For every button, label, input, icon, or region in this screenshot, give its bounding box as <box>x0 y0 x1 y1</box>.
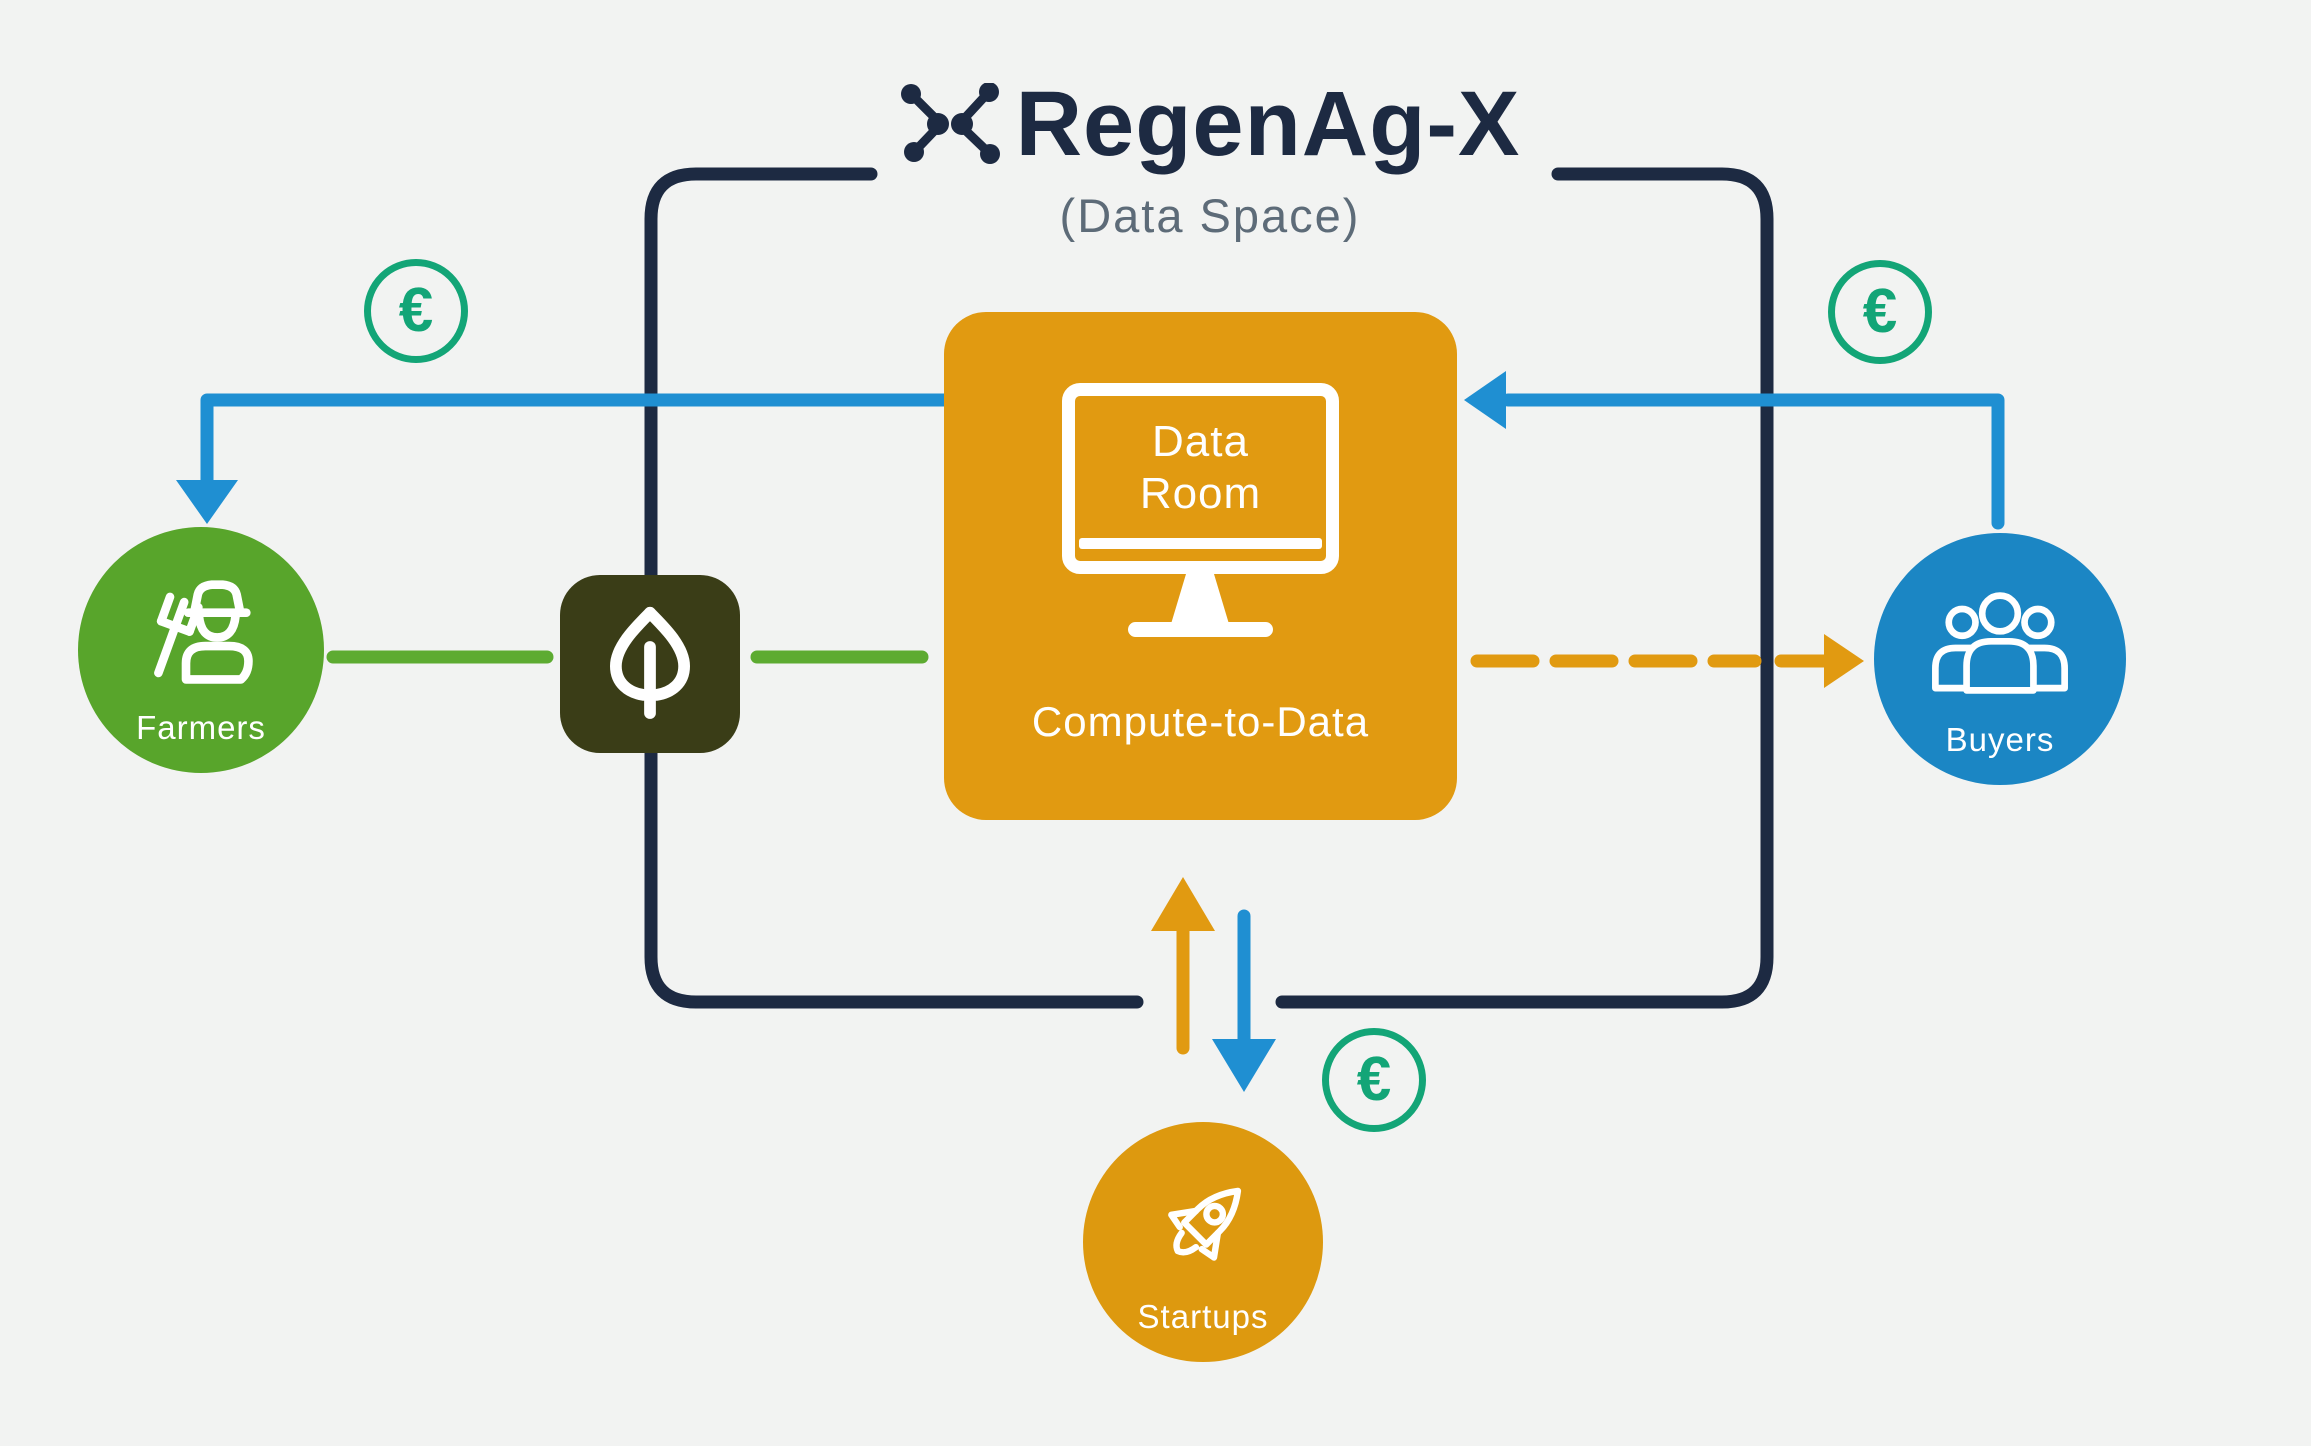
euro-icon: € <box>1356 1045 1392 1114</box>
farmer-icon <box>154 580 253 684</box>
brand-subtitle: (Data Space) <box>1059 189 1361 242</box>
brand-name: RegenAg-X <box>1015 73 1521 175</box>
startups-label: Startups <box>1137 1298 1269 1335</box>
blue-line-to-farmers <box>200 393 957 489</box>
people-group-icon <box>1932 592 2068 694</box>
euro-icon: € <box>1862 277 1898 346</box>
brand-header: RegenAg-X <box>860 78 1560 170</box>
buyers-label: Buyers <box>1945 721 2055 758</box>
leaf-badge <box>560 575 740 753</box>
compute-caption: Compute-to-Data <box>1031 698 1370 745</box>
blue-arrowhead-startups <box>1212 1039 1276 1092</box>
euro-badge-farmers: € <box>364 259 468 363</box>
orange-arrowhead-buyers <box>1824 634 1864 688</box>
euro-badge-startups: € <box>1322 1028 1426 1132</box>
buyers-node: Buyers <box>1874 533 2126 785</box>
startups-node: Startups <box>1083 1122 1323 1362</box>
monitor-icon: Data Room <box>1062 383 1339 574</box>
leaf-icon <box>609 606 691 719</box>
data-room-line1: Data <box>1152 417 1249 467</box>
farmers-label: Farmers <box>136 709 266 746</box>
orange-arrowhead-up <box>1151 877 1215 931</box>
network-x-logo <box>900 83 1000 164</box>
blue-arrowhead-farmers <box>176 480 238 524</box>
farmers-node: Farmers <box>78 527 324 773</box>
rocket-icon <box>1168 1187 1242 1261</box>
monitor-base <box>1128 622 1273 637</box>
monitor-bezel <box>1079 538 1322 549</box>
euro-icon: € <box>398 276 434 345</box>
frame-right-segment <box>1275 167 1774 1009</box>
monitor-stand <box>1171 574 1229 624</box>
blue-line-from-buyers <box>1501 393 2005 530</box>
euro-badge-buyers: € <box>1828 260 1932 364</box>
blue-arrowhead-dataroom <box>1464 371 1506 429</box>
data-room-line2: Room <box>1139 468 1262 518</box>
data-room-box: Data Room Compute-to-Data <box>944 312 1457 820</box>
